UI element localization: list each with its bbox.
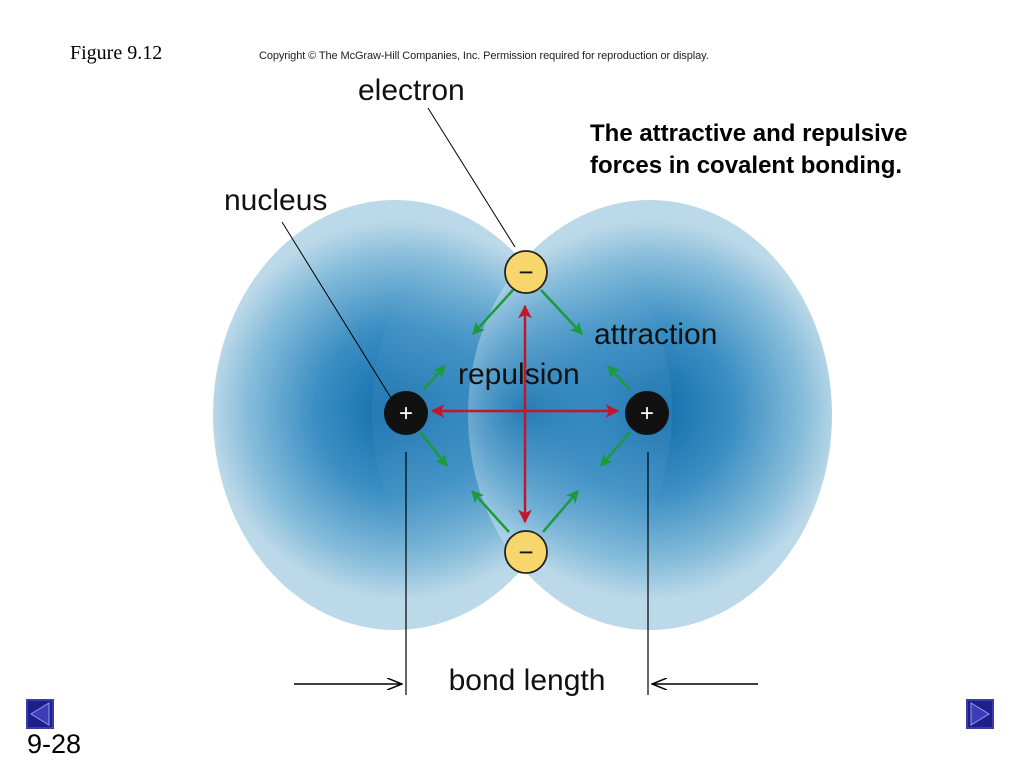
electron-bottom: − [504, 530, 548, 574]
repulsion-arrows [430, 304, 620, 524]
caption-line: forces in covalent bonding. [590, 152, 903, 179]
repulsion-label: repulsion [458, 358, 580, 391]
nucleus-left: + [384, 391, 428, 435]
slide-number: 9-28 [27, 729, 82, 759]
electron-leader-line [427, 107, 516, 248]
nucleus-leader-line [281, 221, 392, 399]
figure-label: Figure 9.12 [70, 42, 163, 64]
bond-length-dimension: bond length [294, 452, 758, 697]
slide-caption: The attractive and repulsive forces in c… [590, 118, 1010, 182]
copyright-notice: Copyright © The McGraw-Hill Companies, I… [259, 50, 709, 62]
electron-minus-symbol: − [518, 537, 533, 567]
attraction-arrows [419, 289, 631, 533]
nucleus-plus-symbol: + [640, 400, 654, 427]
caption-line: The attractive and repulsive [590, 120, 908, 147]
nucleus-right: + [625, 391, 669, 435]
electron-minus-symbol: − [518, 257, 533, 287]
triangle-right-icon [966, 699, 994, 729]
nucleus-plus-symbol: + [399, 400, 413, 427]
next-slide-button[interactable] [966, 699, 994, 729]
bond-length-label: bond length [449, 664, 606, 697]
triangle-left-icon [26, 699, 54, 729]
previous-slide-button[interactable] [26, 699, 54, 729]
nucleus-label: nucleus [224, 184, 327, 217]
attraction-label: attraction [594, 318, 717, 351]
electron-top: − [504, 250, 548, 294]
electron-label: electron [358, 74, 465, 107]
